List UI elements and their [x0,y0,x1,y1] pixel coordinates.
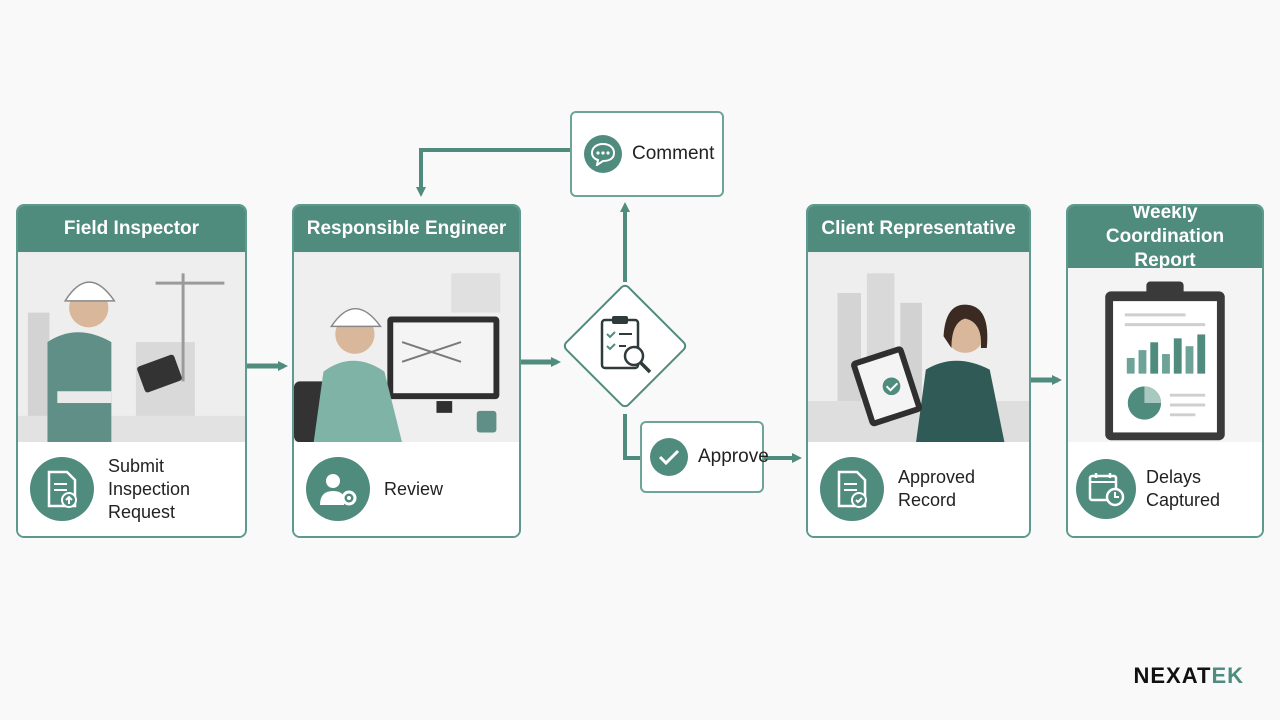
approve-box: Approve [640,421,769,493]
card-weekly-coordination-report: Weekly Coordination Report [1066,204,1264,538]
client-representative-illustration [808,252,1029,446]
card-title: Weekly Coordination Report [1068,206,1262,271]
clipboard-search-icon [596,314,656,380]
card-action: Approved Record [808,442,1029,536]
check-circle-icon [650,438,688,476]
card-client-representative: Client Representative Approved Record [806,204,1031,538]
document-check-icon [820,457,884,521]
approve-label: Approve [698,446,769,467]
report-clipboard-illustration [1068,268,1262,446]
card-field-inspector: Field Inspector Submit Inspection Reques… [16,204,247,538]
card-responsible-engineer: Responsible Engineer Review [292,204,521,538]
card-action-label: Submit Inspection Request [108,455,191,522]
arrow-decision-to-approve [623,414,640,460]
card-action: Delays Captured [1068,442,1262,536]
comment-box: Comment [570,111,724,197]
chat-bubble-icon [584,135,622,173]
calendar-clock-icon [1076,459,1136,519]
card-action-label: Approved Record [898,467,976,510]
arrow-comment-to-engineer [416,148,570,197]
responsible-engineer-illustration [294,252,519,446]
card-title: Responsible Engineer [294,206,519,252]
card-title: Field Inspector [18,206,245,252]
card-action: Review [294,442,519,536]
card-action: Submit Inspection Request [18,442,245,536]
comment-label: Comment [632,143,715,164]
card-title: Client Representative [808,206,1029,252]
document-upload-icon [30,457,94,521]
nexatek-logo: NEXATEK [1133,663,1244,688]
field-inspector-illustration [18,252,245,446]
card-action-label: Review [384,478,444,499]
card-action-label: Delays Captured [1146,467,1221,510]
user-gear-icon [306,457,370,521]
